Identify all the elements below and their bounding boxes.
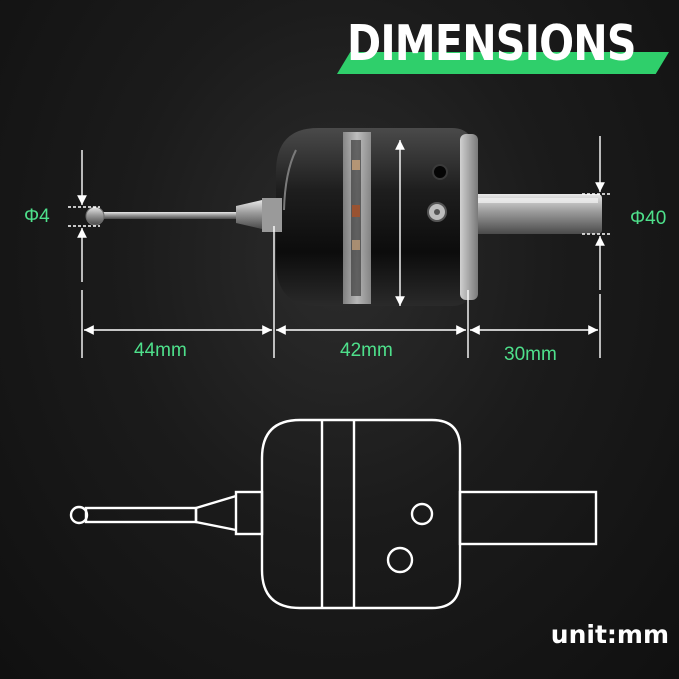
page-title: DIMENSIONS: [347, 15, 636, 72]
adjust-screw-center: [434, 209, 440, 215]
indicator-hole-top: [432, 164, 448, 180]
led-dot-1: [352, 160, 360, 170]
outline-ball: [69, 505, 89, 525]
outline-body: [260, 418, 462, 610]
led-dot-3: [352, 240, 360, 250]
outline-cone: [194, 494, 237, 532]
body-diameter-label: Φ40: [630, 208, 667, 229]
probe-body: [276, 128, 476, 306]
outline-shank: [458, 490, 598, 546]
front-ring: [460, 134, 478, 300]
stylus-collar: [262, 198, 282, 232]
title-accent-bar: [337, 52, 669, 74]
body-length-label: 42mm: [340, 340, 393, 361]
stylus-rod: [100, 212, 236, 219]
ball-diameter-label: Φ4: [24, 206, 50, 227]
dimension-lines: [68, 136, 612, 358]
probe-photo: [85, 128, 602, 306]
outline-hole-bottom: [386, 546, 414, 574]
shank-highlight: [470, 198, 598, 203]
probe-shank: [466, 194, 602, 234]
outline-rod: [84, 506, 198, 524]
stylus-ball: [85, 206, 105, 226]
title-banner: DIMENSIONS: [337, 14, 669, 74]
stylus-length-label: 44mm: [134, 340, 187, 361]
stylus-cone: [236, 200, 262, 229]
unit-label: unit:mm: [550, 620, 669, 649]
outline-collar: [234, 490, 264, 536]
outline-drawing: [69, 418, 598, 610]
outline-hole-top: [410, 502, 434, 526]
shank-length-label: 30mm: [504, 344, 557, 365]
body-edge-highlight: [283, 149, 297, 211]
led-strip: [351, 140, 361, 296]
led-dot-2: [352, 205, 360, 217]
